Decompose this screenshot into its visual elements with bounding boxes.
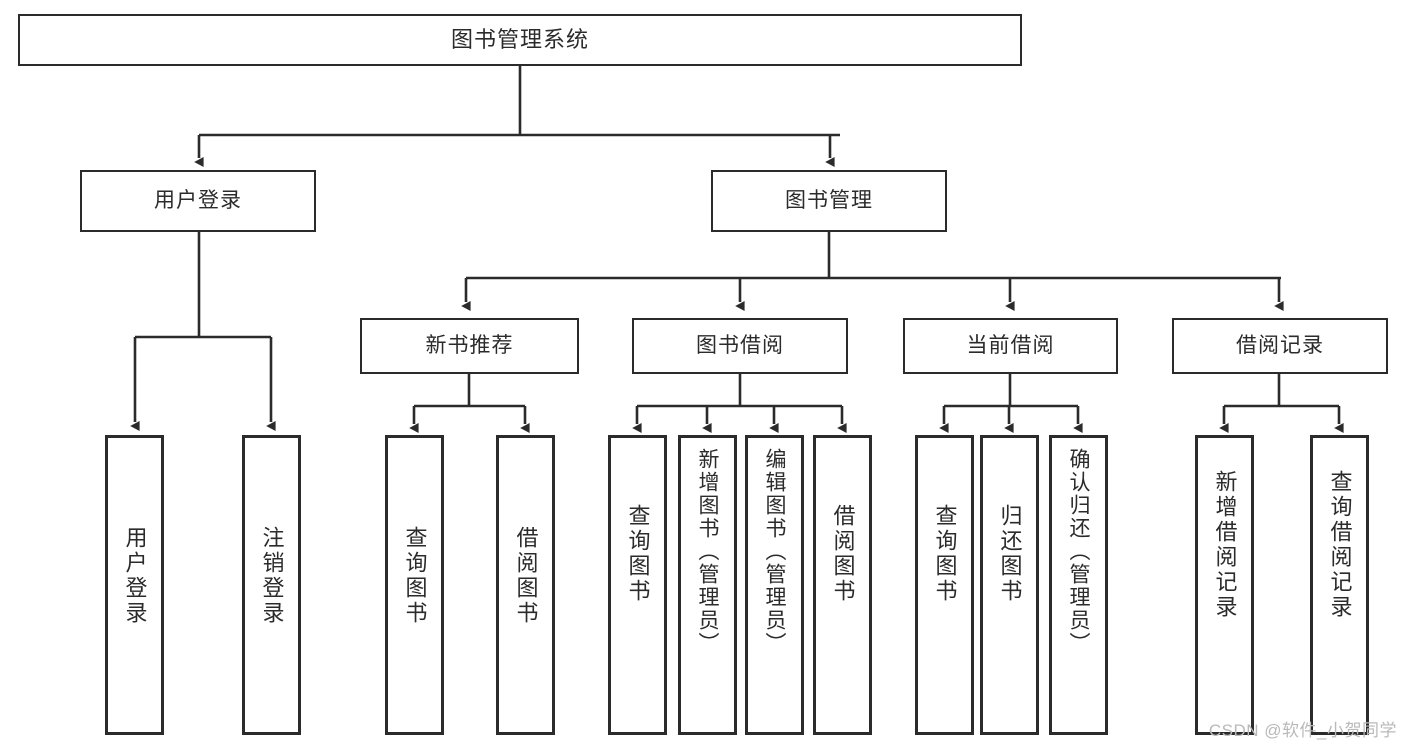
node-current-borrow[interactable]: 当前借阅 (903, 318, 1118, 374)
leaf-user-login[interactable]: 用户登录 (105, 435, 164, 735)
leaf-confirm-return-admin[interactable]: 确认归还（管理员） (1049, 435, 1108, 735)
node-label: 编辑图书（管理员） (763, 448, 786, 655)
node-label: 查询图书 (625, 504, 651, 604)
node-label: 确认归还（管理员） (1067, 448, 1090, 655)
node-book-manage[interactable]: 图书管理 (711, 170, 947, 232)
node-label: 当前借阅 (966, 333, 1055, 357)
node-book-borrow[interactable]: 图书借阅 (632, 318, 848, 374)
node-label: 借阅图书 (830, 504, 856, 604)
leaf-edit-book-admin[interactable]: 编辑图书（管理员） (745, 435, 804, 735)
node-label: 查询图书 (932, 504, 958, 604)
node-label: 查询借阅记录 (1327, 470, 1353, 620)
leaf-query-book-borrow[interactable]: 查询图书 (608, 435, 667, 735)
node-borrow-record[interactable]: 借阅记录 (1172, 318, 1388, 374)
leaf-add-borrow-record[interactable]: 新增借阅记录 (1195, 435, 1254, 735)
node-label: 借阅记录 (1236, 333, 1324, 357)
node-label: 查询图书 (402, 526, 428, 626)
leaf-add-book-admin[interactable]: 新增图书（管理员） (678, 435, 737, 735)
node-label: 用户登录 (122, 526, 148, 626)
node-root-图书管理系统[interactable]: 图书管理系统 (18, 14, 1022, 66)
node-label: 归还图书 (997, 504, 1023, 604)
leaf-borrow-book-new-recommend[interactable]: 借阅图书 (496, 435, 555, 735)
node-label: 用户登录 (154, 188, 242, 212)
leaf-borrow-book[interactable]: 借阅图书 (813, 435, 872, 735)
node-label: 注销登录 (259, 526, 285, 626)
leaf-query-borrow-record[interactable]: 查询借阅记录 (1310, 435, 1369, 735)
node-label: 新书推荐 (425, 333, 514, 357)
node-user-login[interactable]: 用户登录 (80, 170, 316, 232)
leaf-query-book-current[interactable]: 查询图书 (915, 435, 974, 735)
node-new-book-recommend[interactable]: 新书推荐 (360, 318, 579, 374)
leaf-query-book-new-recommend[interactable]: 查询图书 (385, 435, 444, 735)
node-label: 借阅图书 (513, 526, 539, 626)
node-label: 图书借阅 (696, 333, 784, 357)
leaf-logout-login[interactable]: 注销登录 (242, 435, 301, 735)
node-label: 新增图书（管理员） (696, 448, 719, 655)
node-label: 图书管理系统 (450, 27, 589, 53)
node-label: 图书管理 (785, 188, 873, 212)
node-label: 新增借阅记录 (1212, 470, 1238, 620)
leaf-return-book[interactable]: 归还图书 (980, 435, 1039, 735)
